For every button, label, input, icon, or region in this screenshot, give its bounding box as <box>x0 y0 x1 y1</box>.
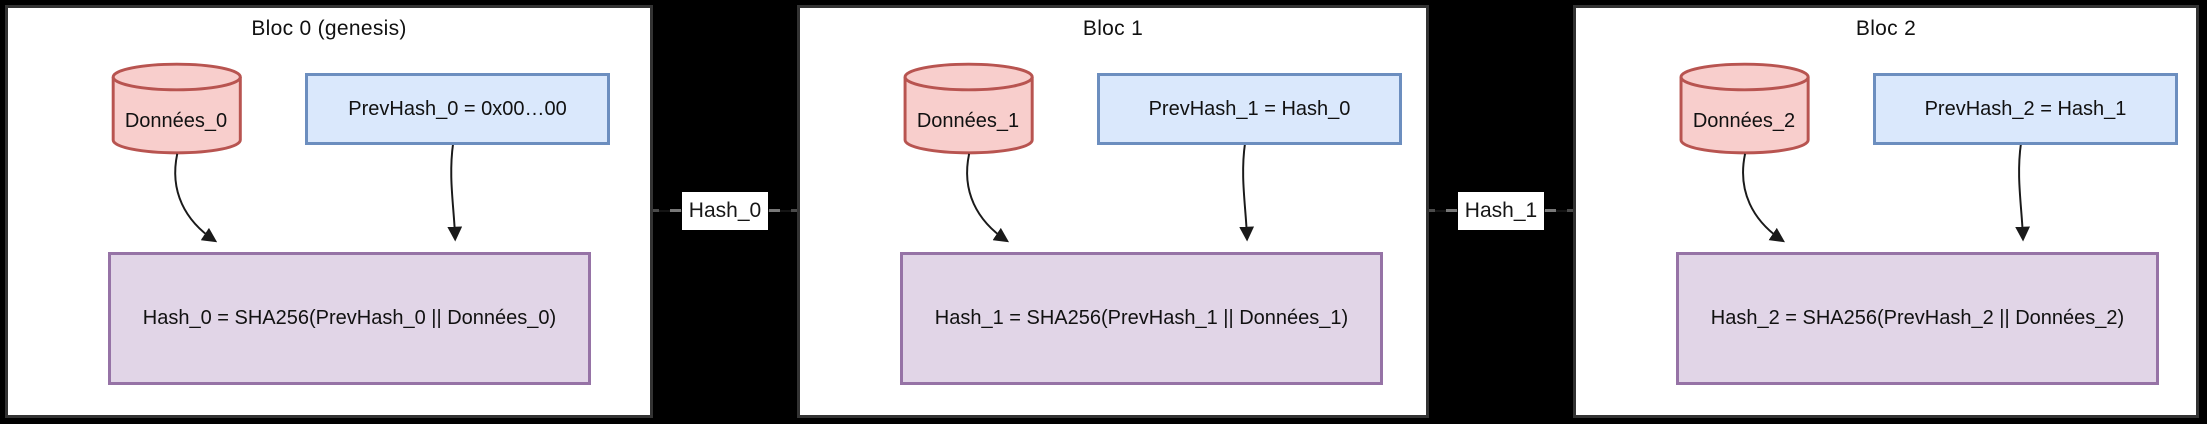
link-label: Hash_1 <box>1458 192 1544 230</box>
data-node-label: Données_2 <box>1692 110 1796 132</box>
link-label: Hash_0 <box>682 192 768 230</box>
prevhash-node-label: PrevHash_2 = Hash_1 <box>1924 97 2127 120</box>
link-line-stub <box>769 209 780 212</box>
link-line-stub <box>1429 209 1435 212</box>
arrow-data-to-hash <box>174 153 218 243</box>
hash-node-label: Hash_2 = SHA256(PrevHash_2 || Données_2) <box>1710 307 2125 329</box>
prevhash-node-label: PrevHash_1 = Hash_0 <box>1148 97 1351 120</box>
block-title: Bloc 1 <box>1082 17 1144 40</box>
hash-node-label: Hash_0 = SHA256(PrevHash_0 || Données_0) <box>142 307 557 329</box>
block-title: Bloc 2 <box>1855 17 1917 40</box>
link-line-stub <box>670 209 681 212</box>
prevhash-node: PrevHash_0 = 0x00…00 <box>305 73 610 145</box>
block-title: Bloc 0 (genesis) <box>251 17 407 40</box>
hash-node: Hash_1 = SHA256(PrevHash_1 || Données_1) <box>900 252 1383 385</box>
arrow-prevhash-to-hash <box>447 142 463 242</box>
data-node-label: Données_0 <box>124 110 228 132</box>
arrow-data-to-hash <box>1742 153 1785 243</box>
hash-node: Hash_2 = SHA256(PrevHash_2 || Données_2) <box>1676 252 2159 385</box>
link-line-stub <box>653 209 659 212</box>
prevhash-node: PrevHash_1 = Hash_0 <box>1097 73 1402 145</box>
prevhash-node-label: PrevHash_0 = 0x00…00 <box>348 97 567 120</box>
link-hash1: Hash_1 <box>1429 0 1573 424</box>
prevhash-node: PrevHash_2 = Hash_1 <box>1873 73 2178 145</box>
arrow-data-to-hash <box>966 153 1010 243</box>
link-arrowhead <box>1567 209 1573 212</box>
arrow-prevhash-to-hash <box>1239 142 1255 242</box>
hash-node-label: Hash_1 = SHA256(PrevHash_1 || Données_1) <box>934 307 1349 329</box>
block-cluster-2: Bloc 2 Données_2 PrevHash_2 = Hash_1 Has… <box>1573 5 2199 418</box>
link-line-stub <box>1545 209 1556 212</box>
link-hash0: Hash_0 <box>653 0 797 424</box>
block-cluster-1: Bloc 1 Données_1 PrevHash_1 = Hash_0 Has… <box>797 5 1429 418</box>
link-line-stub <box>1446 209 1457 212</box>
link-arrowhead <box>791 209 797 212</box>
arrow-prevhash-to-hash <box>2015 142 2030 242</box>
block-cluster-0: Bloc 0 (genesis) Données_0 PrevHash_0 = … <box>5 5 653 418</box>
data-node-label: Données_1 <box>916 110 1020 132</box>
hash-node: Hash_0 = SHA256(PrevHash_0 || Données_0) <box>108 252 591 385</box>
